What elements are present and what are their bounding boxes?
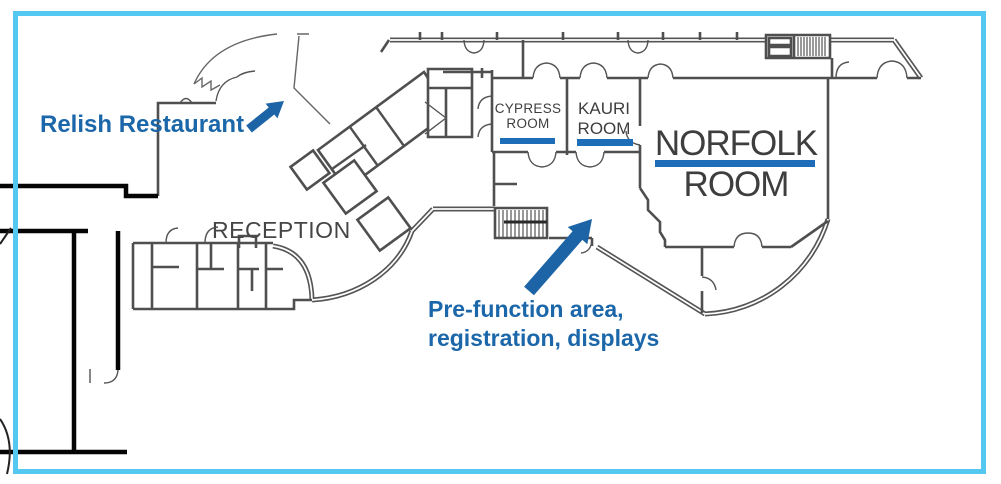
- cypress-room-label: CYPRESS ROOM: [490, 101, 566, 131]
- prefunction-label-line2: registration, displays: [428, 325, 660, 351]
- reception-label: RECEPTION: [212, 217, 351, 243]
- norfolk-room-label-line1: NORFOLK: [654, 124, 818, 163]
- kauri-room-underline: [577, 139, 633, 146]
- norfolk-room-label-line2: ROOM: [683, 165, 790, 204]
- prefunction-label-line1: Pre-function area,: [428, 296, 624, 322]
- cypress-room-label-line1: CYPRESS: [494, 101, 562, 116]
- kauri-room-label: KAURI ROOM: [571, 99, 637, 138]
- relish-arrow-icon: [246, 101, 284, 133]
- black-walls: [0, 183, 158, 455]
- relish-restaurant-label: Relish Restaurant: [40, 111, 245, 138]
- border-frame: [13, 11, 986, 474]
- cluster-side-rooms: [426, 67, 474, 139]
- black-wall-details: [0, 227, 12, 475]
- prefunction-arrow-icon: [524, 219, 592, 296]
- angled-room-square: [321, 158, 379, 216]
- prefunction-label: Pre-function area, registration, display…: [428, 295, 659, 353]
- cypress-room-underline: [500, 138, 555, 144]
- norfolk-room-underline: [655, 160, 815, 167]
- angled-room-cell: [288, 148, 332, 192]
- angled-room-partitions: [331, 106, 405, 170]
- angled-room-square: [355, 195, 413, 253]
- interior-walls: [131, 32, 921, 313]
- kauri-room-label-line1: KAURI: [578, 99, 630, 118]
- exterior-walls-centerline: [272, 39, 922, 315]
- kauri-room-label-line2: ROOM: [577, 118, 631, 138]
- cypress-room-label-line2: ROOM: [506, 116, 550, 131]
- entrance-path-lines: [193, 33, 331, 125]
